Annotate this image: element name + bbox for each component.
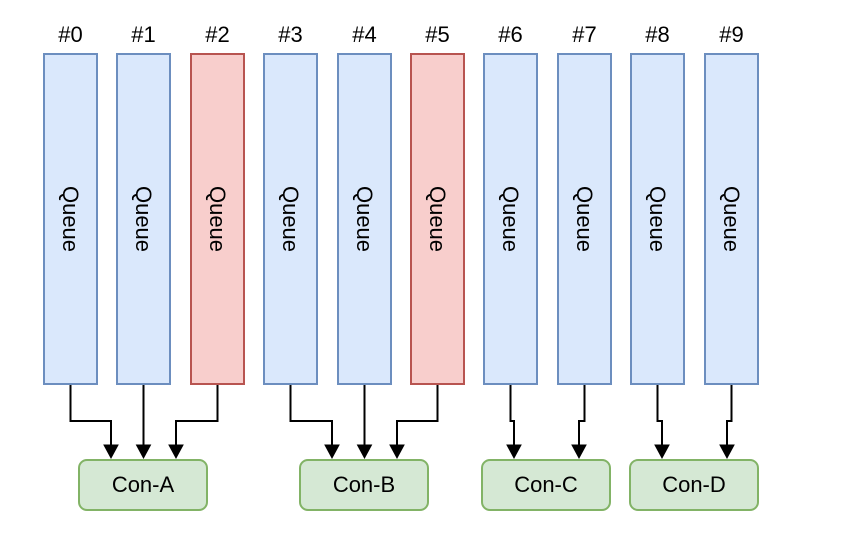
queue-box: Queue (630, 53, 685, 385)
queue-label: Queue (645, 185, 671, 253)
queue-box: Queue (263, 53, 318, 385)
edge-q7-conC-line (578, 385, 586, 446)
queue-box: Queue (43, 53, 98, 385)
queue-index-label: #0 (58, 22, 83, 47)
queue-6: #6 Queue (483, 20, 538, 385)
edge-q6-conC-arrowhead (506, 444, 522, 460)
queue-label: Queue (58, 185, 84, 253)
queue-8: #8 Queue (630, 20, 685, 385)
edge-q6-conC-line (509, 385, 515, 446)
consumer-label: Con-D (662, 472, 726, 497)
edge-q0-conA-line (69, 385, 112, 446)
queue-index-label: #1 (131, 22, 156, 47)
queue-0: #0 Queue (43, 20, 98, 385)
queue-9: #9 Queue (704, 20, 759, 385)
queue-5: #5 Queue (410, 20, 465, 385)
queue-label: Queue (719, 185, 745, 253)
consumer-con-a: Con-A (78, 459, 208, 511)
queue-index-label: #3 (278, 22, 303, 47)
queue-index-label: #5 (425, 22, 450, 47)
consumer-con-d: Con-D (629, 459, 759, 511)
queue-label: Queue (278, 185, 304, 253)
queue-box: Queue (190, 53, 245, 385)
queue-index-label: #7 (572, 22, 597, 47)
queue-box: Queue (483, 53, 538, 385)
edge-q7-conC-arrowhead (571, 444, 587, 460)
edge-q5-conB-line (396, 385, 439, 446)
queue-2: #2 Queue (190, 20, 245, 385)
edge-q3-conB-line (289, 385, 333, 446)
queue-label: Queue (205, 185, 231, 253)
edge-q9-conD-arrowhead (719, 444, 735, 460)
consumer-label: Con-C (514, 472, 578, 497)
consumer-label: Con-A (111, 472, 175, 497)
edge-q8-conD-line (656, 385, 663, 446)
queue-box: Queue (410, 53, 465, 385)
edge-q5-conB-arrowhead (389, 444, 405, 460)
queue-box: Queue (557, 53, 612, 385)
edge-q2-conA-arrowhead (168, 444, 184, 460)
consumer-con-b: Con-B (299, 459, 429, 511)
queue-index-label: #6 (498, 22, 523, 47)
edge-q1-conA-arrowhead (135, 444, 152, 460)
edge-q9-conD-line (726, 385, 733, 446)
queue-7: #7 Queue (557, 20, 612, 385)
queue-3: #3 Queue (263, 20, 318, 385)
queue-label: Queue (498, 185, 524, 253)
queue-4: #4 Queue (337, 20, 392, 385)
queue-1: #1 Queue (116, 20, 171, 385)
queue-label: Queue (352, 185, 378, 253)
edge-q0-conA-arrowhead (103, 444, 119, 460)
queue-box: Queue (337, 53, 392, 385)
queue-label: Queue (425, 185, 451, 253)
queue-box: Queue (116, 53, 171, 385)
edge-q8-conD-arrowhead (654, 444, 670, 460)
queue-index-label: #8 (645, 22, 670, 47)
queue-index-label: #4 (352, 22, 377, 47)
edge-q3-conB-arrowhead (324, 444, 340, 460)
queue-box: Queue (704, 53, 759, 385)
consumer-label: Con-B (332, 472, 396, 497)
queue-label: Queue (131, 185, 157, 253)
edge-q4-conB-arrowhead (356, 444, 373, 460)
queue-label: Queue (572, 185, 598, 253)
queue-index-label: #2 (205, 22, 230, 47)
queue-index-label: #9 (719, 22, 744, 47)
consumer-con-c: Con-C (481, 459, 611, 511)
edge-q2-conA-line (175, 385, 219, 446)
